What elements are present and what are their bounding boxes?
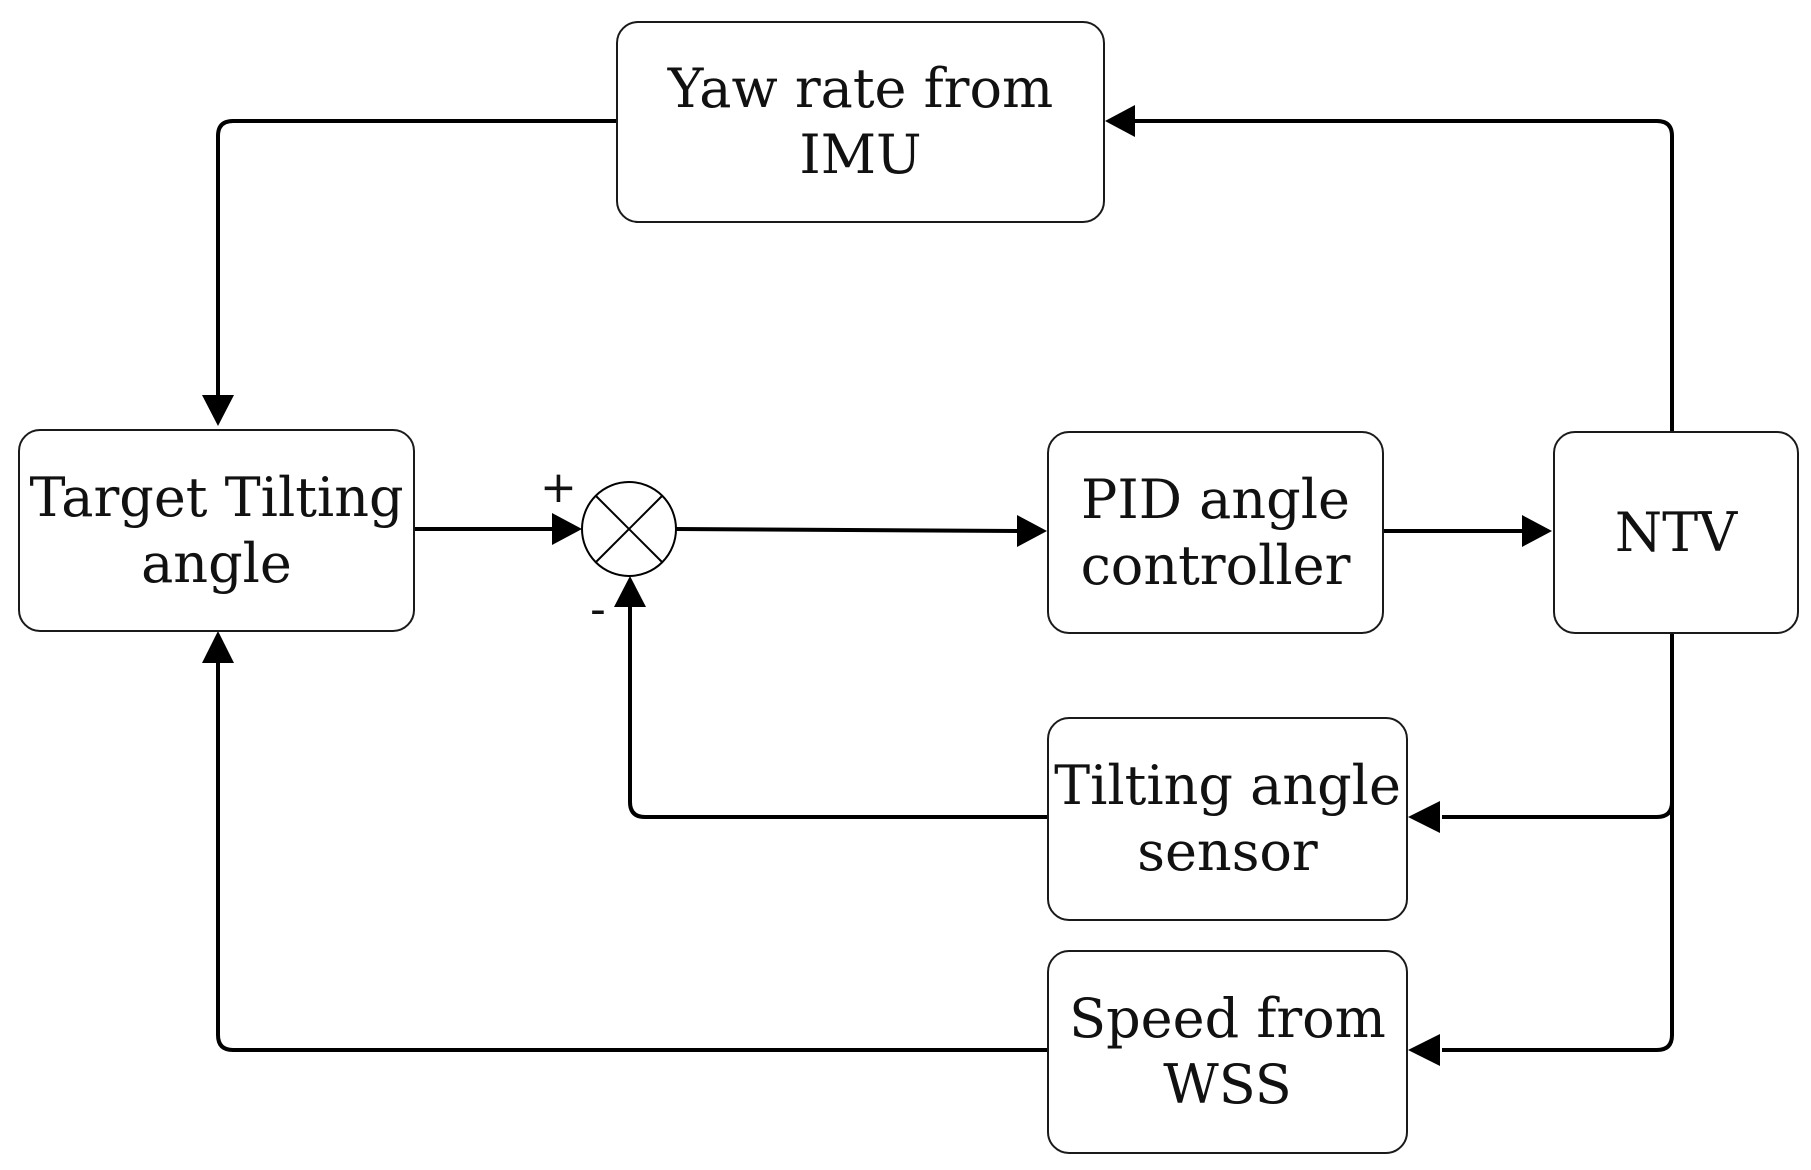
arrowhead-into-sensor (1408, 801, 1440, 833)
speed-label-line2: WSS (1163, 1053, 1292, 1116)
pid-label-line1: PID angle (1081, 467, 1350, 531)
arrow-ntv-to-yaw (1135, 119, 1674, 432)
arrow-sensor-to-sum (628, 601, 1047, 819)
pid-label-line2: controller (1080, 533, 1351, 597)
arrow-sum-to-pid (675, 527, 1018, 533)
sensor-label-line2: sensor (1137, 820, 1318, 883)
ntv-label: NTV (1614, 500, 1738, 564)
target-label-line2: angle (141, 531, 292, 595)
arrowhead-into-speed (1408, 1034, 1440, 1066)
target-label-line1: Target Tilting (29, 465, 404, 529)
pid-controller-block: PID angle controller (1047, 431, 1384, 634)
arrow-ntv-to-sensor (1442, 633, 1674, 819)
arrowhead-into-pid (1017, 515, 1047, 547)
minus-sign: - (590, 584, 606, 635)
speed-label-line1: Speed from (1069, 987, 1386, 1050)
yaw-rate-label-line2: IMU (799, 123, 922, 186)
arrowhead-into-sum-minus (614, 576, 646, 607)
summing-junction (581, 481, 677, 577)
ntv-block: NTV (1553, 431, 1799, 634)
arrow-yaw-to-target (216, 119, 616, 395)
arrowhead-into-ntv (1522, 515, 1552, 547)
plus-sign: + (540, 462, 577, 513)
arrowhead-into-target-bottom (202, 631, 234, 663)
sensor-label-line1: Tilting angle (1054, 754, 1401, 817)
tilting-angle-sensor-block: Tilting angle sensor (1047, 717, 1408, 921)
arrowhead-into-yaw (1105, 105, 1135, 137)
yaw-rate-label-line1: Yaw rate from (667, 57, 1054, 120)
arrowhead-into-target-top (202, 395, 234, 426)
arrow-ntv-to-speed (1442, 802, 1674, 1052)
speed-from-wss-block: Speed from WSS (1047, 950, 1408, 1154)
target-tilting-angle-block: Target Tilting angle (18, 429, 415, 632)
arrow-speed-to-target (216, 663, 1047, 1052)
arrowhead-into-sum-plus (552, 513, 582, 545)
yaw-rate-block: Yaw rate from IMU (616, 21, 1105, 223)
